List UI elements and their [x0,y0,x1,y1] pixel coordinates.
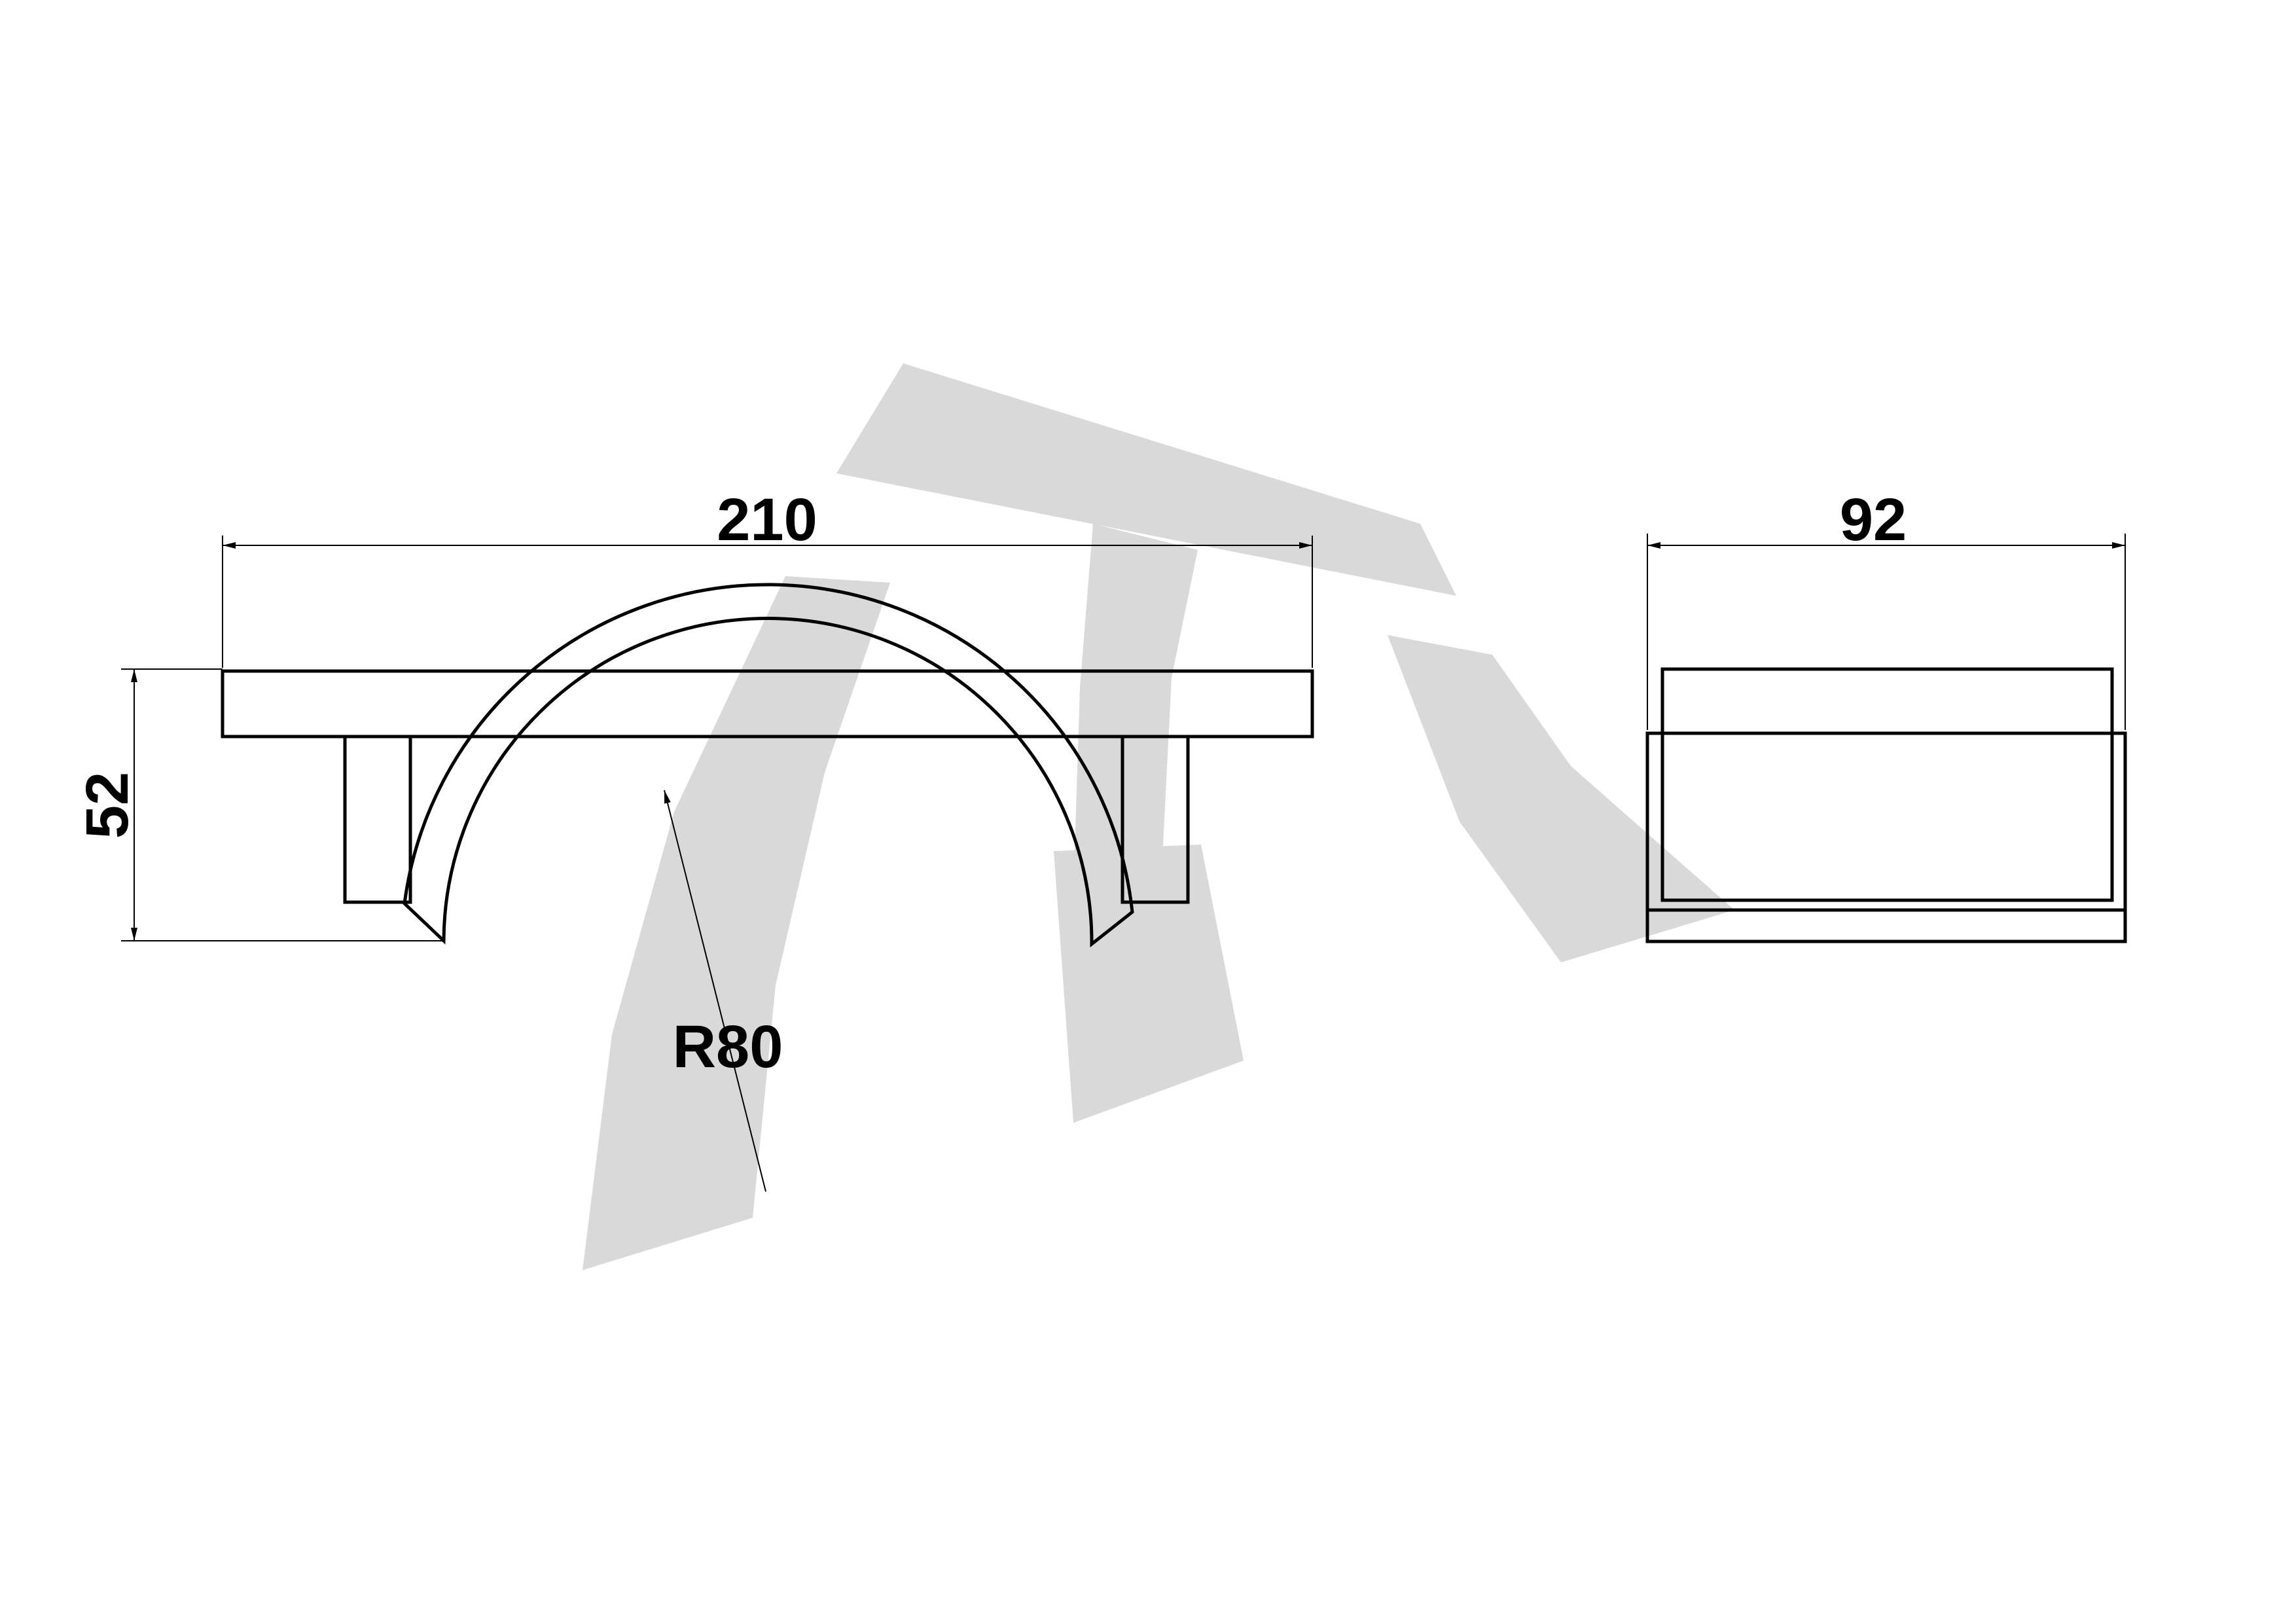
radius-label: R80 [673,1013,783,1080]
brand-logo-watermark [583,363,1734,1270]
height-dimension-label: 52 [74,772,141,839]
side-body [1645,731,2127,943]
front-arch [403,583,1134,948]
side-top-plate [1660,667,2114,902]
front-top-bar [221,669,1314,739]
front-right-post [1121,735,1190,904]
width-dimension-label: 210 [717,486,817,553]
front-left-post [343,735,412,904]
side-width-dimension-label: 92 [1840,486,1907,553]
side-view: 92 [1645,486,2127,943]
radius-leader-line [664,790,766,1192]
front-view: 210 52 R80 [74,486,1314,1192]
